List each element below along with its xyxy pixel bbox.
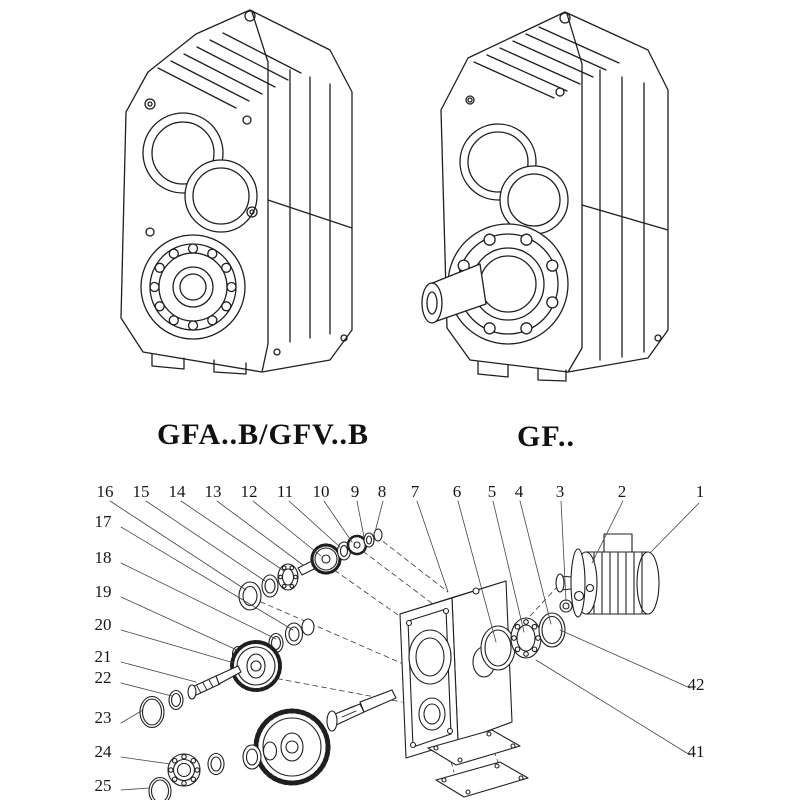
gfab-cover-screws <box>144 98 258 237</box>
callout-number-42: 42 <box>687 675 705 694</box>
gfab-silhouette <box>120 9 353 373</box>
callout-number-18: 18 <box>94 548 112 567</box>
output-shaft-parts <box>148 689 397 800</box>
gfab-input-bores <box>142 112 258 233</box>
gf-output-shaft <box>421 263 487 324</box>
motor-fins <box>593 552 643 614</box>
callout-number-25: 25 <box>94 776 112 795</box>
callout-number-17: 17 <box>94 512 112 531</box>
gf-input-bores <box>459 123 569 235</box>
callout-number-13: 13 <box>204 482 222 501</box>
gf-top-ribs <box>473 26 620 99</box>
callout-number-1: 1 <box>695 482 705 501</box>
callout-number-12: 12 <box>240 482 258 501</box>
callout-number-19: 19 <box>94 582 112 601</box>
figure-gfab-gfv-drawing <box>120 9 353 375</box>
callout-leader-lines <box>109 500 700 791</box>
gear-housing <box>399 580 513 759</box>
callout-number-14: 14 <box>168 482 186 501</box>
gf-lifting-eye <box>559 12 571 24</box>
upper-shaft-parts <box>238 528 383 611</box>
callout-number-6: 6 <box>452 482 462 501</box>
figure-gf-drawing <box>421 11 669 382</box>
motor-side-small-parts <box>559 583 595 613</box>
gfab-top-ribs <box>157 32 302 109</box>
gfab-feet <box>151 353 247 375</box>
gfab-lifting-eye <box>244 10 256 22</box>
callout-number-7: 7 <box>410 482 420 501</box>
cover-plates <box>427 729 529 798</box>
callout-number-10: 10 <box>312 482 330 501</box>
callout-number-20: 20 <box>94 615 112 634</box>
gf-side-panel-lines <box>465 69 669 361</box>
callout-number-11: 11 <box>276 482 294 501</box>
model-label-gf: GF.. <box>517 420 575 453</box>
callout-number-22: 22 <box>94 668 112 687</box>
callout-number-3: 3 <box>555 482 565 501</box>
exploded-parts-diagram <box>109 500 700 800</box>
callout-number-24: 24 <box>94 742 112 761</box>
motor-flange <box>570 548 586 618</box>
callout-number-16: 16 <box>96 482 114 501</box>
gf-face-divider <box>566 13 583 373</box>
input-side-rings <box>480 612 566 671</box>
model-label-gfab-gfv: GFA..B/GFV..B <box>157 418 369 451</box>
callout-number-41: 41 <box>687 742 705 761</box>
housing-flange-inner <box>407 608 452 748</box>
gfab-output-bearing <box>140 234 246 340</box>
gf-feet <box>477 361 567 382</box>
motor-shaft <box>555 573 565 593</box>
motor-terminal-box <box>603 533 633 553</box>
callout-number-15: 15 <box>132 482 150 501</box>
callout-number-23: 23 <box>94 708 112 727</box>
gfab-side-panel-lines <box>267 69 353 356</box>
gfab-bearing-balls <box>149 243 237 331</box>
callout-number-5: 5 <box>487 482 497 501</box>
callout-number-9: 9 <box>350 482 360 501</box>
gf-output-flange <box>447 223 569 345</box>
callout-number-4: 4 <box>514 482 524 501</box>
gfab-face-divider <box>251 11 269 373</box>
callout-number-2: 2 <box>617 482 627 501</box>
callout-number-8: 8 <box>377 482 387 501</box>
callout-number-21: 21 <box>94 647 112 666</box>
input-bearing-balls <box>511 619 541 657</box>
